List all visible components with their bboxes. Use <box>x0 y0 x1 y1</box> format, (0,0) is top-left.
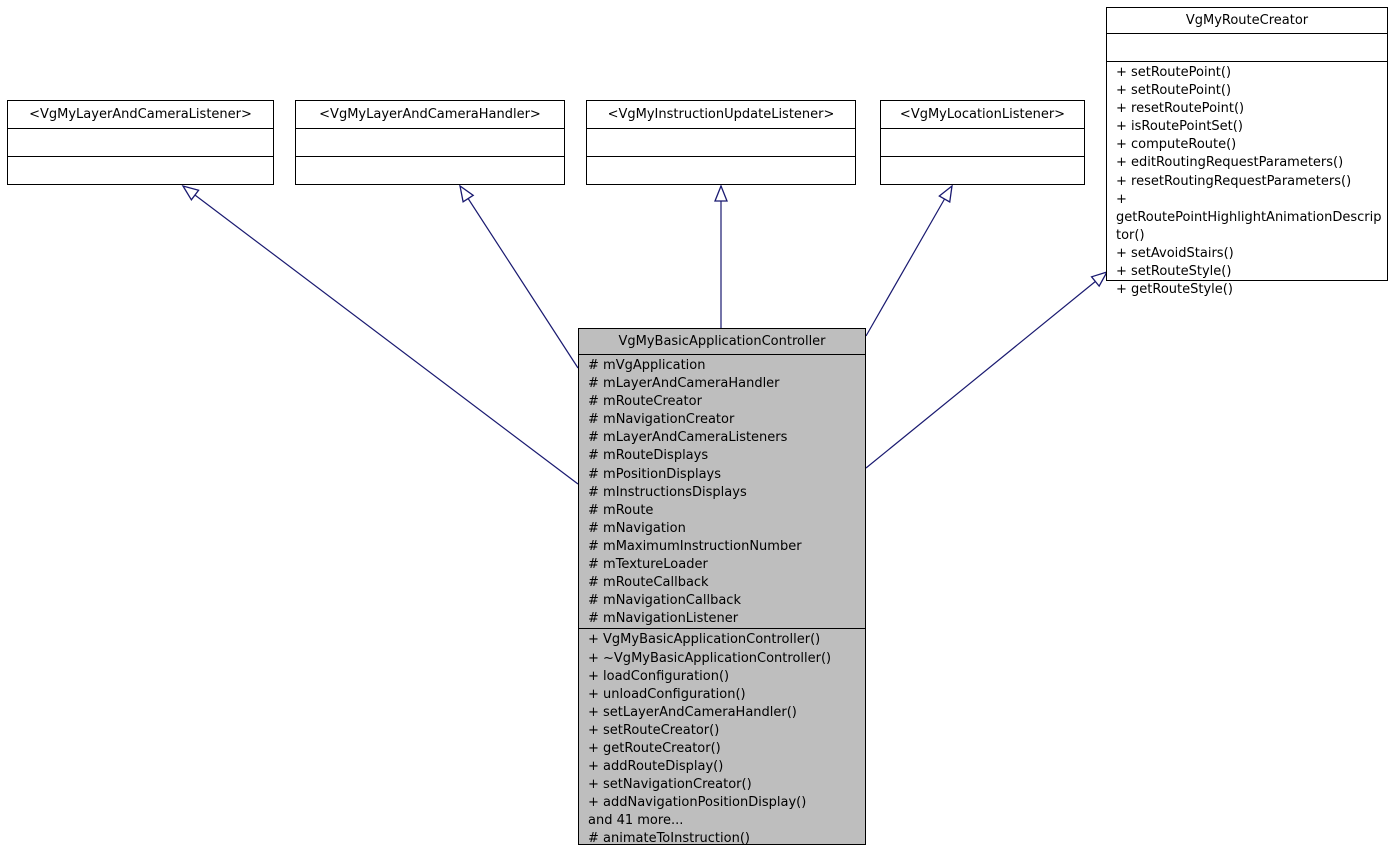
methods-compartment: + VgMyBasicApplicationController() + ~VgM… <box>579 629 865 848</box>
method-line: + setLayerAndCameraHandler() <box>588 704 797 720</box>
class-title: <VgMyInstructionUpdateListener> <box>587 101 855 129</box>
attribute-line: # mPositionDisplays <box>588 466 721 482</box>
method-line: + setRoutePoint() <box>1116 83 1232 99</box>
class-title: <VgMyLayerAndCameraHandler> <box>296 101 564 129</box>
method-line: + getRoutePointHighlightAnimationDescrip… <box>1116 191 1382 243</box>
attributes-compartment <box>8 129 273 157</box>
attribute-line: # mTextureLoader <box>588 557 708 573</box>
attributes-compartment <box>296 129 564 157</box>
method-line: + setRouteStyle() <box>1116 264 1232 280</box>
method-line: + computeRoute() <box>1116 137 1237 153</box>
attribute-line: # mNavigationListener <box>588 611 739 627</box>
method-line: + setNavigationCreator() <box>588 777 752 793</box>
attributes-compartment <box>1107 34 1387 62</box>
method-line: + setAvoidStairs() <box>1116 245 1234 261</box>
attributes-compartment <box>587 129 855 157</box>
attribute-line: # mMaximumInstructionNumber <box>588 538 802 554</box>
method-line: + getRouteCreator() <box>588 740 721 756</box>
method-line: + ~VgMyBasicApplicationController() <box>588 650 832 666</box>
methods-compartment <box>881 157 1084 184</box>
methods-compartment <box>8 157 273 184</box>
class-title: <VgMyLayerAndCameraListener> <box>8 101 273 129</box>
method-line: + setRoutePoint() <box>1116 65 1232 80</box>
attribute-line: # mVgApplication <box>588 358 706 373</box>
inheritance-edge-layer-and-camera-listener <box>181 184 579 485</box>
method-line: + getRouteStyle() <box>1116 282 1233 298</box>
class-node-location-listener[interactable]: <VgMyLocationListener> <box>880 100 1085 185</box>
method-line: + editRoutingRequestParameters() <box>1116 155 1344 171</box>
attribute-line: # mRouteDisplays <box>588 448 709 464</box>
method-line: + addRouteDisplay() <box>588 759 724 775</box>
class-title: VgMyBasicApplicationController <box>579 329 865 355</box>
method-line: + setRouteCreator() <box>588 722 720 738</box>
attribute-line: # mLayerAndCameraHandler <box>588 376 780 392</box>
method-line: # animateToInstruction() <box>588 831 750 847</box>
method-line: + resetRoutingRequestParameters() <box>1116 173 1352 189</box>
method-line: + addNavigationPositionDisplay() <box>588 795 807 811</box>
class-title: VgMyRouteCreator <box>1107 8 1387 34</box>
class-node-layer-and-camera-listener[interactable]: <VgMyLayerAndCameraListener> <box>7 100 274 185</box>
class-node-layer-and-camera-handler[interactable]: <VgMyLayerAndCameraHandler> <box>295 100 565 185</box>
attributes-compartment: # mVgApplication # mLayerAndCameraHandler… <box>579 355 865 630</box>
attribute-line: # mLayerAndCameraListeners <box>588 430 788 446</box>
attribute-line: # mRouteCreator <box>588 394 702 410</box>
attribute-line: # mInstructionsDisplays <box>588 484 747 500</box>
class-title: <VgMyLocationListener> <box>881 101 1084 129</box>
method-line: + isRoutePointSet() <box>1116 119 1243 135</box>
method-line: + resetRoutePoint() <box>1116 101 1245 117</box>
inheritance-edge-route-creator <box>865 270 1109 469</box>
class-node-instruction-update-listener[interactable]: <VgMyInstructionUpdateListener> <box>586 100 856 185</box>
method-line: + loadConfiguration() <box>588 668 730 684</box>
methods-compartment: + setRoutePoint() + setRoutePoint() + rese… <box>1107 62 1387 299</box>
attribute-line: # mRouteCallback <box>588 575 709 591</box>
attribute-line: # mNavigationCreator <box>588 412 735 428</box>
methods-compartment <box>587 157 855 184</box>
method-line: + unloadConfiguration() <box>588 686 746 702</box>
inheritance-edge-location-listener <box>865 184 953 337</box>
method-line: and 41 more... <box>588 813 684 829</box>
class-node-basic-application-controller: VgMyBasicApplicationController # mVgAppl… <box>578 328 866 848</box>
method-line: + VgMyBasicApplicationController() <box>588 632 821 648</box>
inheritance-edge-layer-and-camera-handler <box>459 184 579 369</box>
attributes-compartment <box>881 129 1084 157</box>
attribute-line: # mNavigation <box>588 520 686 536</box>
attribute-line: # mNavigationCallback <box>588 593 741 609</box>
attribute-line: # mRoute <box>588 502 654 518</box>
methods-compartment <box>296 157 564 184</box>
class-node-route-creator[interactable]: VgMyRouteCreator + setRoutePoint()+ setR… <box>1106 7 1388 297</box>
